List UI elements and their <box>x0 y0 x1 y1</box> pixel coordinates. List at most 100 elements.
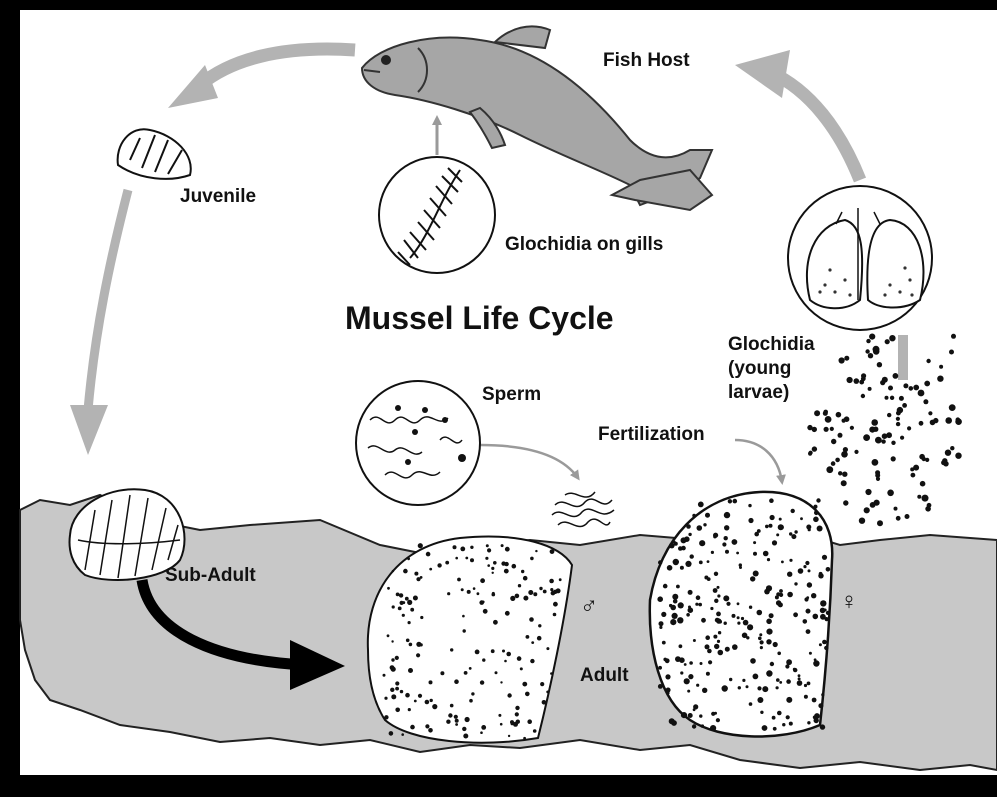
stipple-dot <box>523 596 528 601</box>
stipple-dot <box>699 561 703 565</box>
stipple-dot <box>891 441 895 445</box>
stipple-dot <box>732 539 738 545</box>
stipple-dot <box>889 335 895 341</box>
stipple-dot <box>763 551 769 557</box>
stipple-dot <box>403 569 408 574</box>
stipple-dot <box>896 417 900 421</box>
stipple-dot <box>836 412 842 418</box>
stipple-dot <box>888 386 893 391</box>
stipple-dot <box>687 690 690 693</box>
stipple-dot <box>747 624 753 630</box>
stipple-dot <box>531 641 534 644</box>
stipple-dot <box>907 426 911 430</box>
stipple-dot <box>807 721 810 724</box>
label-juvenile: Juvenile <box>180 186 256 208</box>
stipple-dot <box>820 600 826 606</box>
stipple-dot <box>713 588 718 593</box>
label-glochidia-young-larvae: Glochidia (young larvae) <box>728 333 815 405</box>
stipple-dot <box>450 648 453 651</box>
stipple-dot <box>864 507 870 513</box>
stipple-dot <box>773 727 777 731</box>
stipple-dot <box>897 407 903 413</box>
stipple-dot <box>811 593 816 598</box>
stipple-dot <box>825 416 832 423</box>
stipple-dot <box>686 613 690 617</box>
stipple-dot <box>804 695 808 699</box>
stipple-dot <box>450 704 454 708</box>
fish-eye <box>381 55 391 65</box>
stipple-dot <box>460 547 465 552</box>
stipple-dot <box>714 644 719 649</box>
stipple-dot <box>896 516 901 521</box>
stipple-dot <box>786 679 791 684</box>
stipple-dot <box>831 461 836 466</box>
stipple-dot <box>814 718 819 723</box>
stipple-dot <box>698 603 702 607</box>
stipple-dot <box>760 711 763 714</box>
stipple-dot <box>939 365 943 369</box>
stipple-dot <box>659 626 662 629</box>
stipple-dot <box>776 686 779 689</box>
stipple-dot <box>881 439 885 443</box>
stipple-dot <box>455 723 458 726</box>
stipple-dot <box>429 680 433 684</box>
stipple-dot <box>540 682 544 686</box>
stipple-dot <box>704 576 708 580</box>
stipple-dot <box>447 592 450 595</box>
stipple-dot <box>701 618 706 623</box>
stipple-dot <box>401 733 404 736</box>
stipple-dot <box>461 588 464 591</box>
stipple-dot <box>769 613 774 618</box>
stipple-dot <box>526 635 530 639</box>
stipple-dot <box>863 434 870 441</box>
stipple-dot <box>830 427 834 431</box>
stipple-dot <box>945 417 952 424</box>
stipple-dot <box>893 373 899 379</box>
stipple-dot <box>465 717 470 722</box>
stipple-dot <box>713 535 716 538</box>
stipple-dot <box>746 636 749 639</box>
stipple-dot <box>871 419 878 426</box>
stipple-dot <box>843 500 848 505</box>
stipple-dot <box>826 466 833 473</box>
stipple-dot <box>728 499 732 503</box>
stipple-dot <box>724 512 730 518</box>
stipple-dot <box>816 498 820 502</box>
stipple-dot <box>803 619 808 624</box>
stipple-dot <box>659 621 664 626</box>
stipple-dot <box>658 666 662 670</box>
stipple-dot <box>688 674 693 679</box>
stipple-dot <box>408 708 411 711</box>
stipple-dot <box>408 668 413 673</box>
stipple-dot <box>402 601 405 604</box>
stipple-dot <box>798 677 801 680</box>
stipple-dot <box>882 433 888 439</box>
stipple-dot <box>463 734 468 739</box>
stipple-dot <box>669 718 675 724</box>
stipple-dot <box>753 552 757 556</box>
stipple-dot <box>690 554 694 558</box>
stipple-dot <box>409 643 413 647</box>
stipple-dot <box>688 590 693 595</box>
stipple-dot <box>732 644 738 650</box>
stipple-dot <box>872 459 879 466</box>
stipple-dot <box>528 590 533 595</box>
stipple-dot <box>782 723 785 726</box>
stipple-dot <box>559 578 562 581</box>
stipple-dot <box>399 593 403 597</box>
stipple-dot <box>838 471 842 475</box>
stipple-dot <box>432 704 437 709</box>
stipple-dot <box>733 499 738 504</box>
stipple-dot <box>786 659 792 665</box>
stipple-dot <box>512 564 517 569</box>
stipple-dot <box>750 576 755 581</box>
stipple-dot <box>738 686 741 689</box>
stipple-dot <box>941 460 946 465</box>
stipple-dot <box>470 558 474 562</box>
stipple-dot <box>387 587 390 590</box>
stipple-dot <box>507 693 511 697</box>
stipple-dot <box>786 697 792 703</box>
stipple-dot <box>426 552 431 557</box>
stipple-dot <box>462 615 465 618</box>
stipple-dot <box>785 664 789 668</box>
